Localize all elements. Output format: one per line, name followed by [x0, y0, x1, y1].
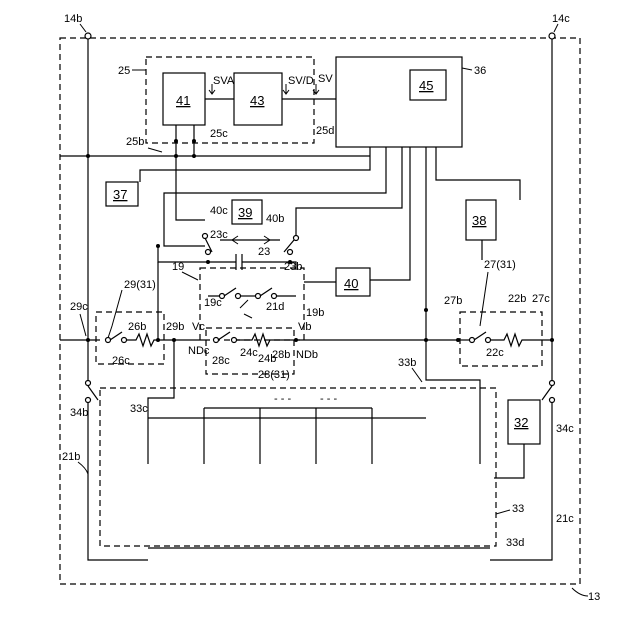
label-sva: SVA	[213, 75, 235, 87]
box-41-label: 41	[176, 93, 190, 108]
label-36: 36	[474, 65, 486, 77]
label-14c: 14c	[552, 13, 570, 25]
label-33d-right: 33d	[506, 537, 524, 549]
label-23b: 23b	[284, 261, 302, 273]
box-32-label: 32	[514, 415, 528, 430]
label-21b: 21b	[62, 451, 80, 463]
label-27c: 27c	[532, 293, 550, 305]
label-27-31: 27(31)	[484, 259, 516, 271]
label-28-31: 28(31)	[258, 369, 290, 381]
label-26c: 26c	[112, 355, 130, 367]
svg-text:- - -: - - -	[320, 393, 337, 405]
dots-ellipsis: - - -	[274, 393, 291, 405]
label-22c: 22c	[486, 347, 504, 359]
label-25d: 25d	[316, 125, 334, 137]
label-22b: 22b	[508, 293, 526, 305]
label-ndc: NDc	[188, 345, 210, 357]
label-25: 25	[118, 65, 130, 77]
label-24c: 24c	[240, 347, 258, 359]
label-34c: 34c	[556, 423, 574, 435]
label-vb: Vb	[298, 321, 311, 333]
label-29c: 29c	[70, 301, 88, 313]
label-svd: SV/D	[288, 75, 314, 87]
label-vc: Vc	[192, 321, 205, 333]
label-19: 19	[172, 261, 184, 273]
label-27b: 27b	[444, 295, 462, 307]
label-28c: 28c	[212, 355, 230, 367]
terminal-14b	[85, 33, 91, 39]
box-45-label: 45	[419, 78, 433, 93]
label-26b: 26b	[128, 321, 146, 333]
label-ndb: NDb	[296, 349, 318, 361]
label-33c: 33c	[130, 403, 148, 415]
label-25c: 25c	[210, 128, 228, 140]
box-39-label: 39	[238, 205, 252, 220]
label-19c: 19c	[204, 297, 222, 309]
label-13: 13	[588, 591, 600, 603]
terminal-14c	[549, 33, 555, 39]
box-40-label: 40	[344, 276, 358, 291]
block-33	[100, 388, 496, 546]
label-28b: 28b	[272, 349, 290, 361]
label-23c: 23c	[210, 229, 228, 241]
label-40b: 40b	[266, 213, 284, 225]
label-21d: 21d	[266, 301, 284, 313]
label-sv: SV	[318, 73, 333, 85]
label-33b: 33b	[398, 357, 416, 369]
label-25b: 25b	[126, 136, 144, 148]
box-43-label: 43	[250, 93, 264, 108]
label-21c: 21c	[556, 513, 574, 525]
label-29-31: 29(31)	[124, 279, 156, 291]
box-37-label: 37	[113, 187, 127, 202]
label-29b: 29b	[166, 321, 184, 333]
label-14b: 14b	[64, 13, 82, 25]
label-19b: 19b	[306, 307, 324, 319]
label-34b: 34b	[70, 407, 88, 419]
label-23: 23	[258, 246, 270, 258]
box-38-label: 38	[472, 213, 486, 228]
label-33: 33	[512, 503, 524, 515]
label-40c: 40c	[210, 205, 228, 217]
